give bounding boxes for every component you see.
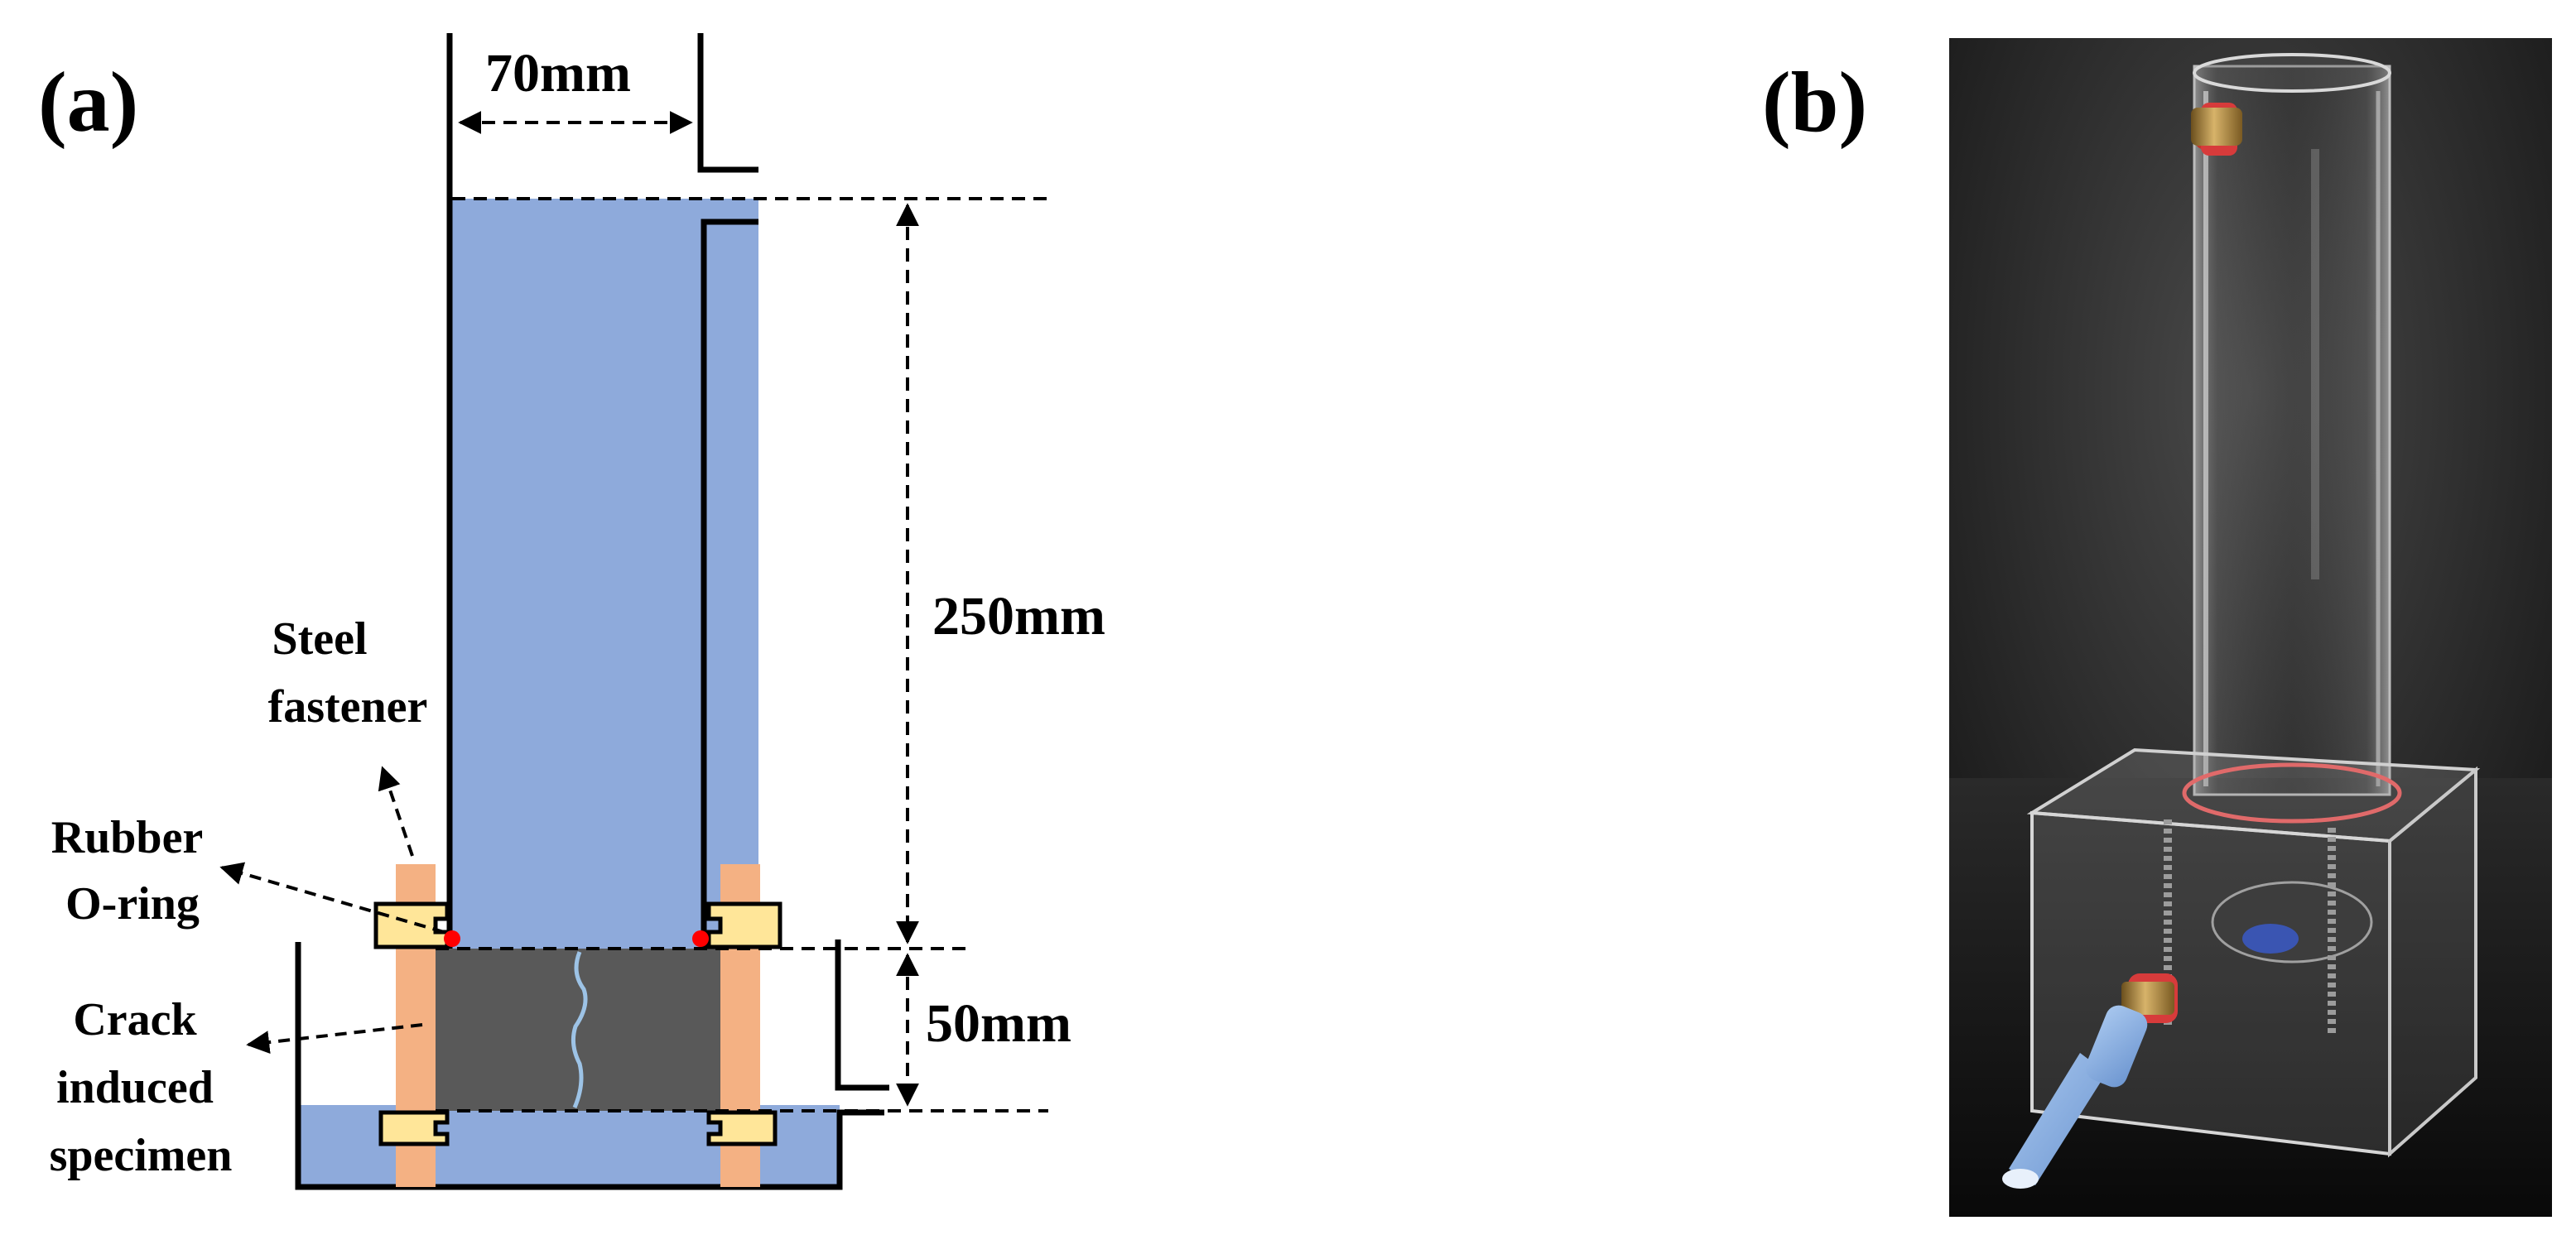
tube-right-wall xyxy=(701,219,758,949)
crack-line xyxy=(571,951,588,1108)
rubber-oring-left xyxy=(444,930,460,947)
dimension-arrows xyxy=(458,111,919,1107)
dim-height-specimen-label: 50mm xyxy=(926,993,1071,1054)
panel-label-b: (b) xyxy=(1762,55,1867,150)
rubber-oring-label: Rubber O-ring xyxy=(51,812,214,930)
schematic-panel: (a) xyxy=(38,33,1105,1190)
dim-height-upper-label: 250mm xyxy=(932,586,1105,646)
overflow-stub-bottom xyxy=(835,939,889,1091)
reference-lines xyxy=(436,197,1048,1112)
rubber-oring-right xyxy=(692,930,709,947)
steel-fastener-label: Steel fastener xyxy=(268,613,428,733)
overflow-stub-top xyxy=(697,33,758,173)
upper-water-column xyxy=(452,199,758,949)
dim-width-label: 70mm xyxy=(485,43,631,103)
photo-panel: (b) xyxy=(1762,38,2552,1217)
crack-specimen-label: Crack induced specimen xyxy=(50,994,233,1181)
apparatus-photo xyxy=(1949,38,2552,1217)
fastener-pads xyxy=(373,901,782,1146)
annotation-leaders xyxy=(219,766,445,1055)
panel-label-a: (a) xyxy=(38,55,138,150)
